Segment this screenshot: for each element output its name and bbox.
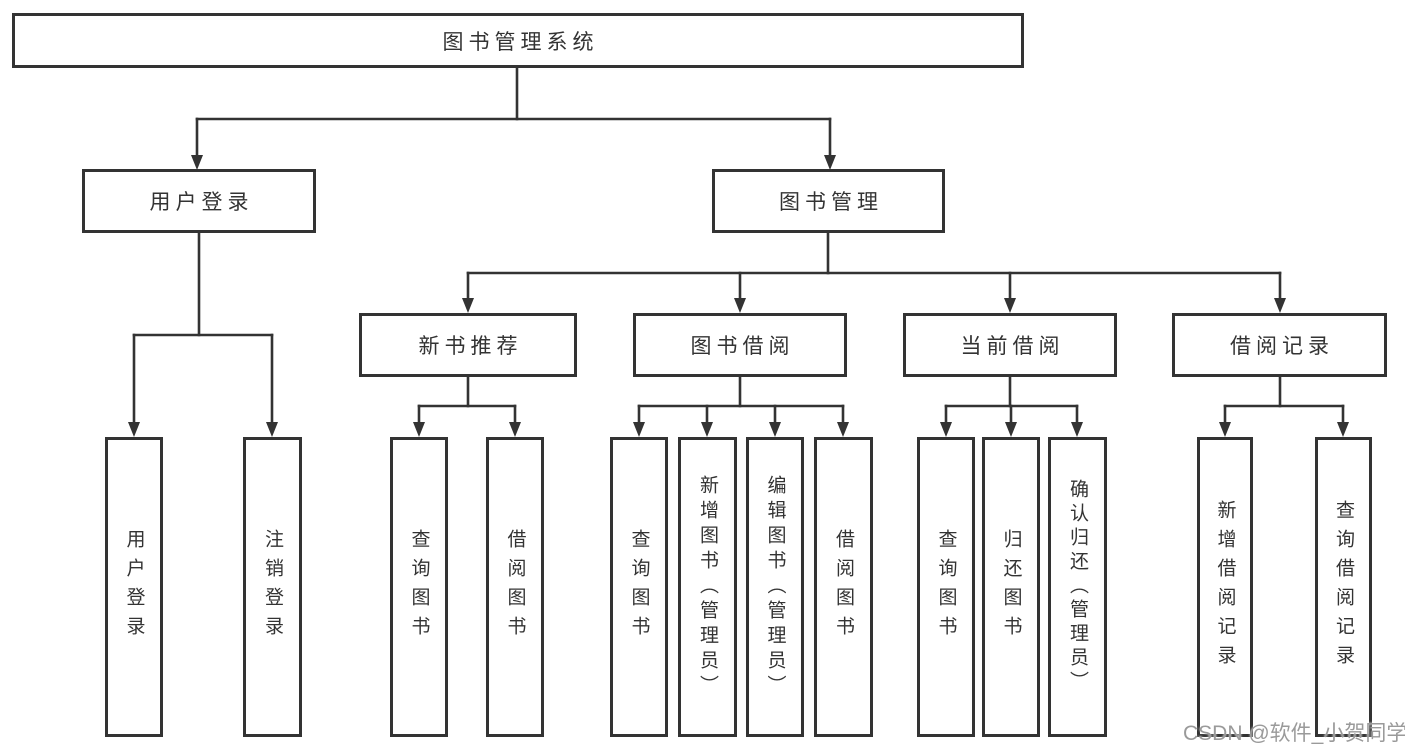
leaf-query-books-borrow: 查询图书 <box>610 437 668 737</box>
leaf-edit-books-admin: 编辑图书（管理员） <box>746 437 804 737</box>
leaf-user-login: 用户登录 <box>105 437 163 737</box>
node-new-book-recommend: 新书推荐 <box>359 313 577 377</box>
leaf-return-books: 归还图书 <box>982 437 1040 737</box>
leaf-query-books-recommend: 查询图书 <box>390 437 448 737</box>
node-user-login: 用户登录 <box>82 169 316 233</box>
node-current-borrow: 当前借阅 <box>903 313 1117 377</box>
leaf-confirm-return-admin: 确认归还（管理员） <box>1048 437 1107 737</box>
leaf-borrow-books: 借阅图书 <box>814 437 873 737</box>
leaf-add-borrow-record: 新增借阅记录 <box>1197 437 1253 737</box>
node-book-management: 图书管理 <box>712 169 945 233</box>
node-library-system: 图书管理系统 <box>12 13 1024 68</box>
leaf-add-books-admin: 新增图书（管理员） <box>678 437 737 737</box>
leaf-query-borrow-record: 查询借阅记录 <box>1315 437 1372 737</box>
leaf-borrow-books-recommend: 借阅图书 <box>486 437 544 737</box>
leaf-logout-login: 注销登录 <box>243 437 302 737</box>
node-book-borrow: 图书借阅 <box>633 313 847 377</box>
watermark-text: CSDN @软件_小贺同学 <box>1183 722 1405 745</box>
node-borrow-records: 借阅记录 <box>1172 313 1387 377</box>
leaf-query-books-current: 查询图书 <box>917 437 975 737</box>
